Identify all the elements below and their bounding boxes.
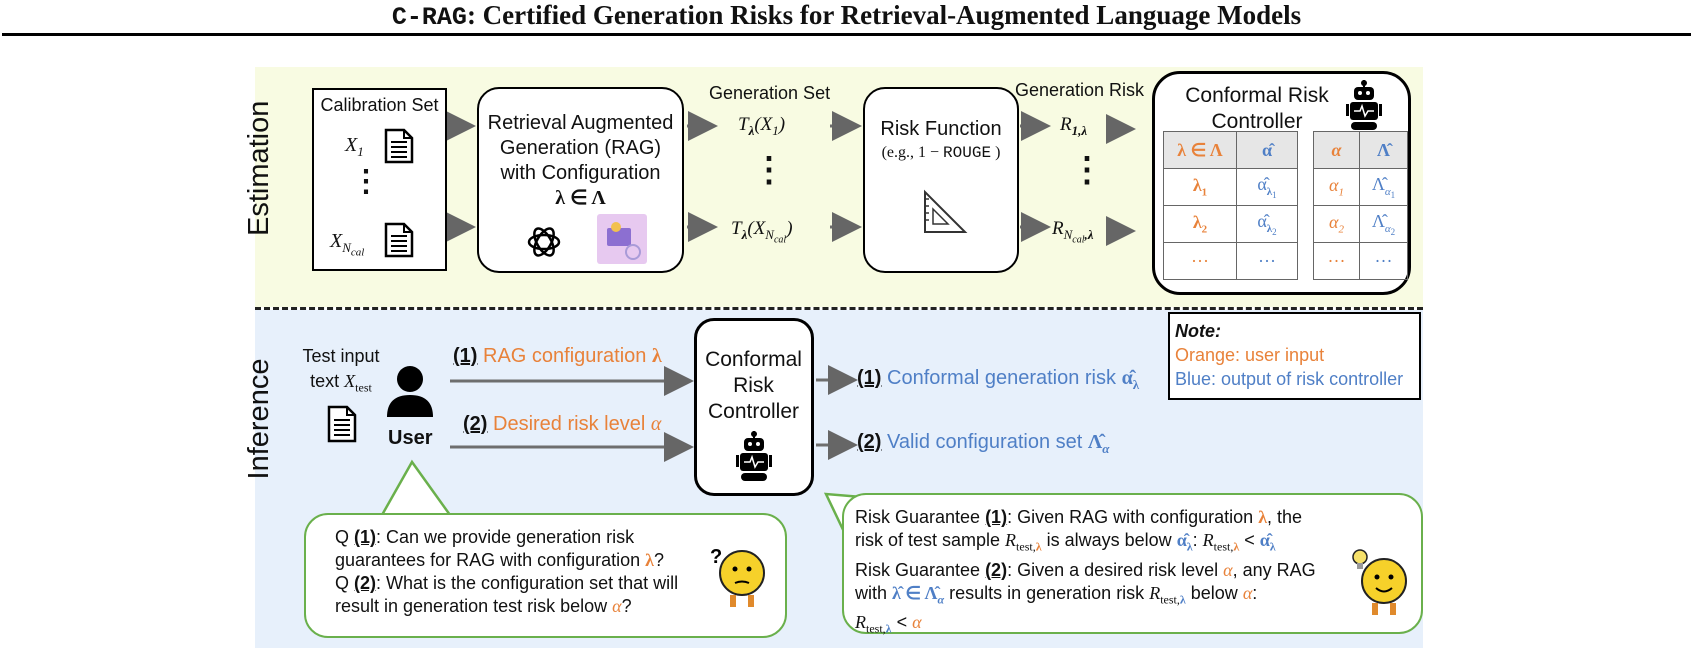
t1-label: Tλ(X1) bbox=[738, 114, 786, 138]
document-icon bbox=[384, 222, 414, 258]
table-row: λ1 α̂λ1 bbox=[1163, 168, 1298, 206]
table-row: α2 Λ̂α2 bbox=[1313, 205, 1409, 243]
lambda-alpha-table: λ ∈ Λ α̂ λ1 α̂λ1 λ2 α̂λ2 ··· ··· bbox=[1163, 131, 1298, 280]
tn-label: Tλ(XNcal) bbox=[731, 218, 793, 246]
user-icon bbox=[387, 366, 433, 417]
question-bubble: Q (1): Can we provide generation risk gu… bbox=[304, 513, 787, 638]
rag-box-text: Retrieval Augmented Generation (RAG) wit… bbox=[487, 112, 674, 209]
guarantee-text: Risk Guarantee (1): Given RAG with confi… bbox=[855, 507, 1316, 636]
robot-icon bbox=[736, 431, 772, 481]
x1-label: X1 bbox=[345, 134, 364, 159]
xn-label: XNcal bbox=[330, 230, 365, 259]
arrow2-label: (2) Desired risk level α bbox=[463, 413, 662, 435]
risk-function-title: Risk Function bbox=[880, 118, 1002, 140]
calibration-set-label: Calibration Set bbox=[320, 95, 439, 115]
test-input-label: Test input text Xtest bbox=[302, 346, 380, 395]
guarantee-bubble: Risk Guarantee (1): Given RAG with confi… bbox=[842, 493, 1423, 636]
table-header: α bbox=[1313, 131, 1360, 169]
output1-label: (1) Conformal generation risk α̂λ bbox=[857, 367, 1140, 392]
generation-dots: ⋮ bbox=[752, 152, 786, 189]
generation-set-label: Generation Set bbox=[709, 83, 831, 103]
inference-controller-title: Conformal Risk Controller bbox=[705, 348, 802, 423]
retrieval-icon bbox=[597, 214, 647, 264]
table-row: ··· ··· bbox=[1163, 242, 1298, 280]
lightbulb-emoji-icon bbox=[1352, 549, 1407, 615]
arrow1-label: (1) RAG configuration λ bbox=[453, 345, 662, 367]
risk-function-box: Risk Function (e.g., 1 − ROUGE ) bbox=[863, 87, 1019, 273]
conformal-risk-controller-box: Conformal Risk Controller λ ∈ Λ α̂ λ1 α̂… bbox=[1152, 71, 1411, 295]
title-text: : Certified Generation Risks for Retriev… bbox=[466, 0, 1302, 30]
thinking-emoji-icon: ? bbox=[710, 546, 765, 607]
rag-box: Retrieval Augmented Generation (RAG) wit… bbox=[477, 87, 684, 273]
risk-dots: ⋮ bbox=[1070, 152, 1104, 189]
svg-text:?: ? bbox=[710, 546, 722, 568]
table-row: ··· ··· bbox=[1313, 242, 1409, 280]
ruler-triangle-icon bbox=[924, 189, 968, 233]
note-box: Note: Orange: user input Blue: output of… bbox=[1168, 312, 1421, 400]
table-header: Λ̂ bbox=[1358, 131, 1409, 169]
figure-title: C-RAG: Certified Generation Risks for Re… bbox=[0, 0, 1693, 32]
calibration-dots: ⋮ bbox=[351, 165, 381, 198]
note-text: Note: Orange: user input Blue: output of… bbox=[1175, 321, 1404, 389]
output2-label: (2) Valid configuration set Λ̂α bbox=[857, 431, 1110, 456]
controller-title: Conformal Risk Controller bbox=[1185, 84, 1329, 133]
title-rule bbox=[2, 33, 1691, 36]
risk-function-example: (e.g., 1 − ROUGE ) bbox=[881, 144, 1001, 162]
inference-controller-box: Conformal Risk Controller bbox=[694, 318, 814, 496]
generation-risk-label: Generation Risk bbox=[1015, 80, 1145, 100]
question-text: Q (1): Can we provide generation risk gu… bbox=[335, 527, 679, 616]
r1-label: R1,λ bbox=[1060, 114, 1088, 138]
user-label: User bbox=[388, 427, 433, 449]
dashed-divider bbox=[255, 307, 1423, 310]
openai-logo-icon bbox=[527, 227, 561, 257]
alpha-lambda-table: α Λ̂ α1 Λ̂α1 α2 Λ̂α2 ··· ··· bbox=[1313, 131, 1409, 280]
title-code: C-RAG bbox=[391, 3, 467, 32]
document-icon bbox=[384, 128, 414, 164]
table-header: λ ∈ Λ bbox=[1163, 131, 1237, 169]
table-row: λ2 α̂λ2 bbox=[1163, 205, 1298, 243]
document-icon bbox=[327, 405, 357, 443]
table-header: α̂ bbox=[1236, 131, 1298, 169]
calibration-set-box: Calibration Set X1 ⋮ XNcal bbox=[312, 88, 447, 271]
robot-icon bbox=[1346, 80, 1382, 130]
rn-label: RNcal,λ bbox=[1052, 218, 1094, 246]
